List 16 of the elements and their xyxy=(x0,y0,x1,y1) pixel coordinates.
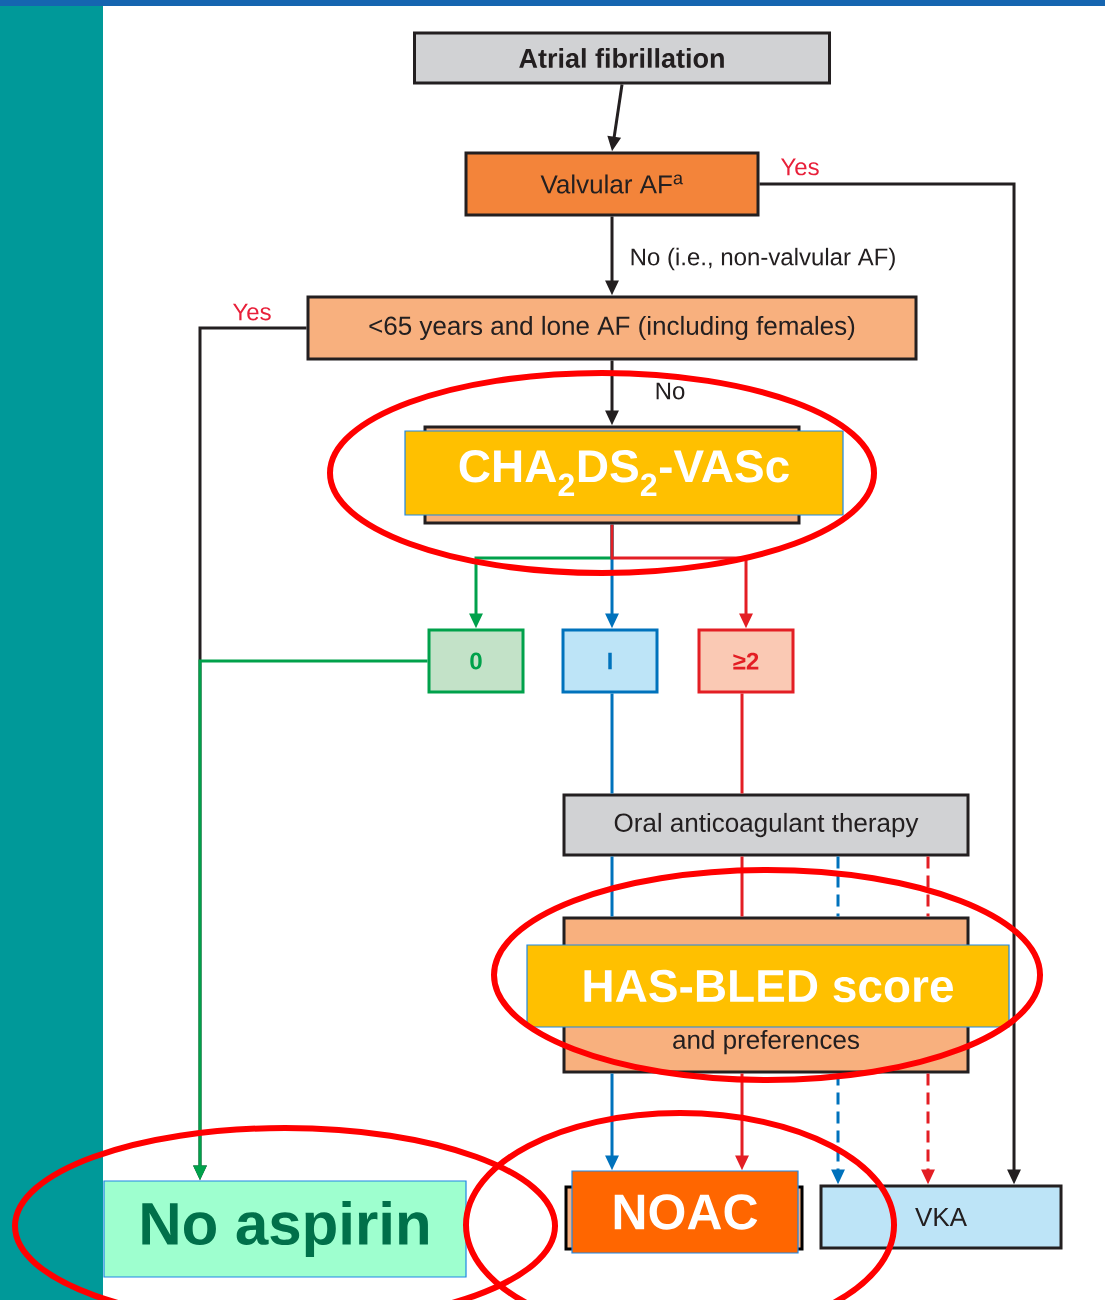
edge-label: Yes xyxy=(779,157,821,177)
score-box: CHA$_{2}$DS$_{2}$-VASc xyxy=(404,425,844,525)
score-box: 0 xyxy=(427,628,525,694)
outcome-box: VKA xyxy=(819,1184,1063,1250)
therapy-box: Oral anticoagulant therapy xyxy=(562,793,970,857)
outcome-box: NOAC xyxy=(564,1170,804,1254)
edge-label: Yes xyxy=(231,302,273,322)
edge-label: No (i.e., non-valvular AF) xyxy=(628,246,898,272)
score-box: ≥2 xyxy=(697,628,795,694)
start-box: Atrial fibrillation xyxy=(413,31,831,85)
decision-box: Valvular AF$^{a}$ xyxy=(464,151,760,217)
decision-box: <65 years and lone AF (including females) xyxy=(306,295,918,361)
outcome-box: No aspirin xyxy=(103,1180,467,1278)
score-box: I xyxy=(561,628,659,694)
edge-label: No xyxy=(653,381,687,401)
assessment-box: HAS-BLED score and preferences xyxy=(526,916,1010,1074)
